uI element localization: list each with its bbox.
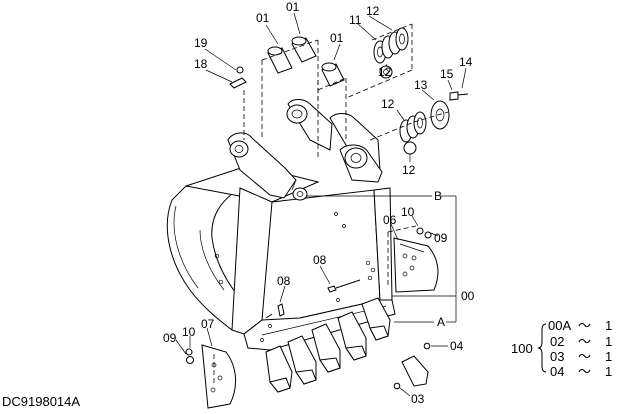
kit-brace <box>537 323 547 373</box>
callout-06: 06 <box>383 213 397 227</box>
grease-fitting <box>229 66 247 89</box>
callout-13: 13 <box>414 78 428 92</box>
kit-row-part: 02 <box>550 334 564 349</box>
callout-labels: 01 01 01 11 12 12 13 15 14 19 18 12 12 B… <box>2 0 475 409</box>
kit-row-sep: ～ <box>578 318 591 333</box>
reference-a: A <box>437 315 445 329</box>
kit-row-sep: ～ <box>578 349 591 364</box>
kit-table: 100 00A ～ 1 02 ～ 1 03 ～ 1 04 ～ 1 <box>511 318 612 379</box>
callout-03: 03 <box>411 392 425 406</box>
alignment-lines <box>213 23 449 384</box>
callout-08: 08 <box>313 253 327 267</box>
callout-19: 19 <box>194 36 208 50</box>
callout-10: 10 <box>182 325 196 339</box>
callout-12: 12 <box>402 163 416 177</box>
reference-b: B <box>434 189 442 203</box>
kit-number: 100 <box>511 341 533 356</box>
side-cutter-left <box>185 344 236 409</box>
callout-01: 01 <box>286 0 300 14</box>
kit-row-sep: ～ <box>578 364 591 379</box>
kit-row-qty: 1 <box>605 318 612 333</box>
side-cutter <box>393 227 439 293</box>
kit-row-sep: ～ <box>578 334 591 349</box>
kit-row-qty: 1 <box>605 364 612 379</box>
kit-row-part: 04 <box>550 364 564 379</box>
kit-row-part: 03 <box>550 349 564 364</box>
kit-row-qty: 1 <box>605 349 612 364</box>
callout-08: 08 <box>277 274 291 288</box>
callout-09: 09 <box>434 231 448 245</box>
bucket-brackets <box>227 99 383 201</box>
leader-lines <box>175 12 467 397</box>
kit-row-qty: 1 <box>605 334 612 349</box>
bolt-parts <box>265 279 361 319</box>
callout-00: 00 <box>461 289 475 303</box>
callout-12: 12 <box>366 4 380 18</box>
bucket-teeth <box>265 297 431 393</box>
callout-09: 09 <box>163 331 177 345</box>
kit-row-part: 00A <box>548 318 571 333</box>
callout-14: 14 <box>459 55 473 69</box>
callout-12: 12 <box>378 65 392 79</box>
bucket-body <box>166 164 396 351</box>
callout-01: 01 <box>330 31 344 45</box>
callout-18: 18 <box>194 57 208 71</box>
bushing-parts <box>267 36 345 87</box>
callout-15: 15 <box>440 67 454 81</box>
callout-07: 07 <box>201 317 215 331</box>
drawing-code: DC9198014A <box>2 394 80 409</box>
callout-12: 12 <box>381 97 395 111</box>
callout-01: 01 <box>256 11 270 25</box>
callout-04: 04 <box>450 339 464 353</box>
callout-11: 11 <box>349 13 362 27</box>
callout-10: 10 <box>401 205 415 219</box>
